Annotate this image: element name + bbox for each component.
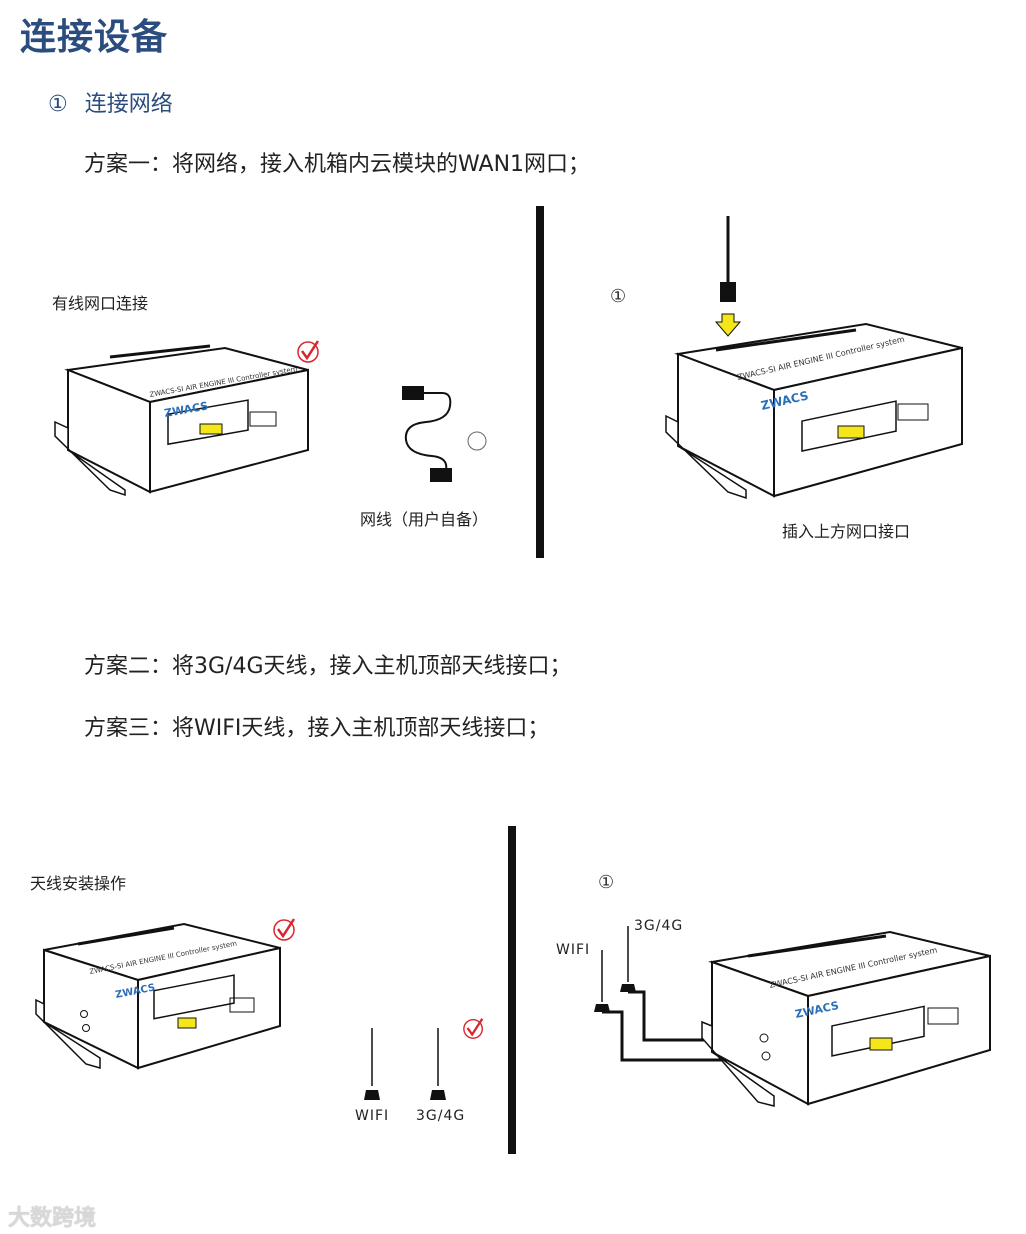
antenna-caption: 天线安装操作 — [30, 874, 127, 893]
empty-choice-circle-icon — [467, 431, 487, 451]
right-wifi-label: WIFI — [556, 942, 591, 958]
section-marker: ① — [48, 92, 68, 117]
device-illustration-antenna-right: ZWACS-SI AIR ENGINE III Controller syste… — [701, 930, 991, 1107]
device-illustration-right: ZWACS-SI AIR ENGINE III Controller syste… — [665, 322, 963, 500]
cable-plug-icon — [714, 216, 742, 337]
divider-top — [536, 206, 544, 558]
ethernet-cable-icon — [402, 386, 452, 482]
device-illustration-left: ZWACS-SI AIR ENGINE III Controller syste… — [54, 344, 309, 497]
check-mark-icon — [463, 1018, 484, 1039]
section-label: 连接网络 — [84, 92, 173, 117]
plan-three-text: 方案三：将WIFI天线，接入主机顶部天线接口； — [84, 716, 550, 741]
plan-one-text: 方案一：将网络，接入机箱内云模块的WAN1网口； — [84, 152, 591, 177]
wired-caption: 有线网口连接 — [52, 294, 149, 313]
check-mark-icon — [273, 918, 296, 941]
insert-port-caption: 插入上方网口接口 — [782, 522, 911, 541]
page-title: 连接设备 — [20, 17, 169, 58]
check-mark-icon — [297, 340, 320, 363]
section-heading: ① 连接网络 — [48, 86, 173, 118]
wifi-antenna-label: WIFI — [355, 1108, 390, 1124]
cellular-antenna-icon — [430, 1028, 446, 1100]
step-marker-bottom: ① — [598, 872, 615, 893]
right-cellular-label: 3G/4G — [634, 918, 684, 934]
plan-two-text: 方案二：将3G/4G天线，接入主机顶部天线接口； — [84, 654, 572, 679]
device-illustration-antenna-left: ZWACS-SI AIR ENGINE III Controller syste… — [35, 922, 281, 1070]
cellular-antenna-label: 3G/4G — [416, 1108, 466, 1124]
divider-bottom — [508, 826, 516, 1154]
watermark-text: 大数跨境 — [8, 1206, 97, 1231]
step-marker-top: ① — [610, 286, 627, 307]
cable-caption: 网线（用户自备） — [360, 510, 489, 529]
wifi-antenna-icon — [364, 1028, 380, 1100]
